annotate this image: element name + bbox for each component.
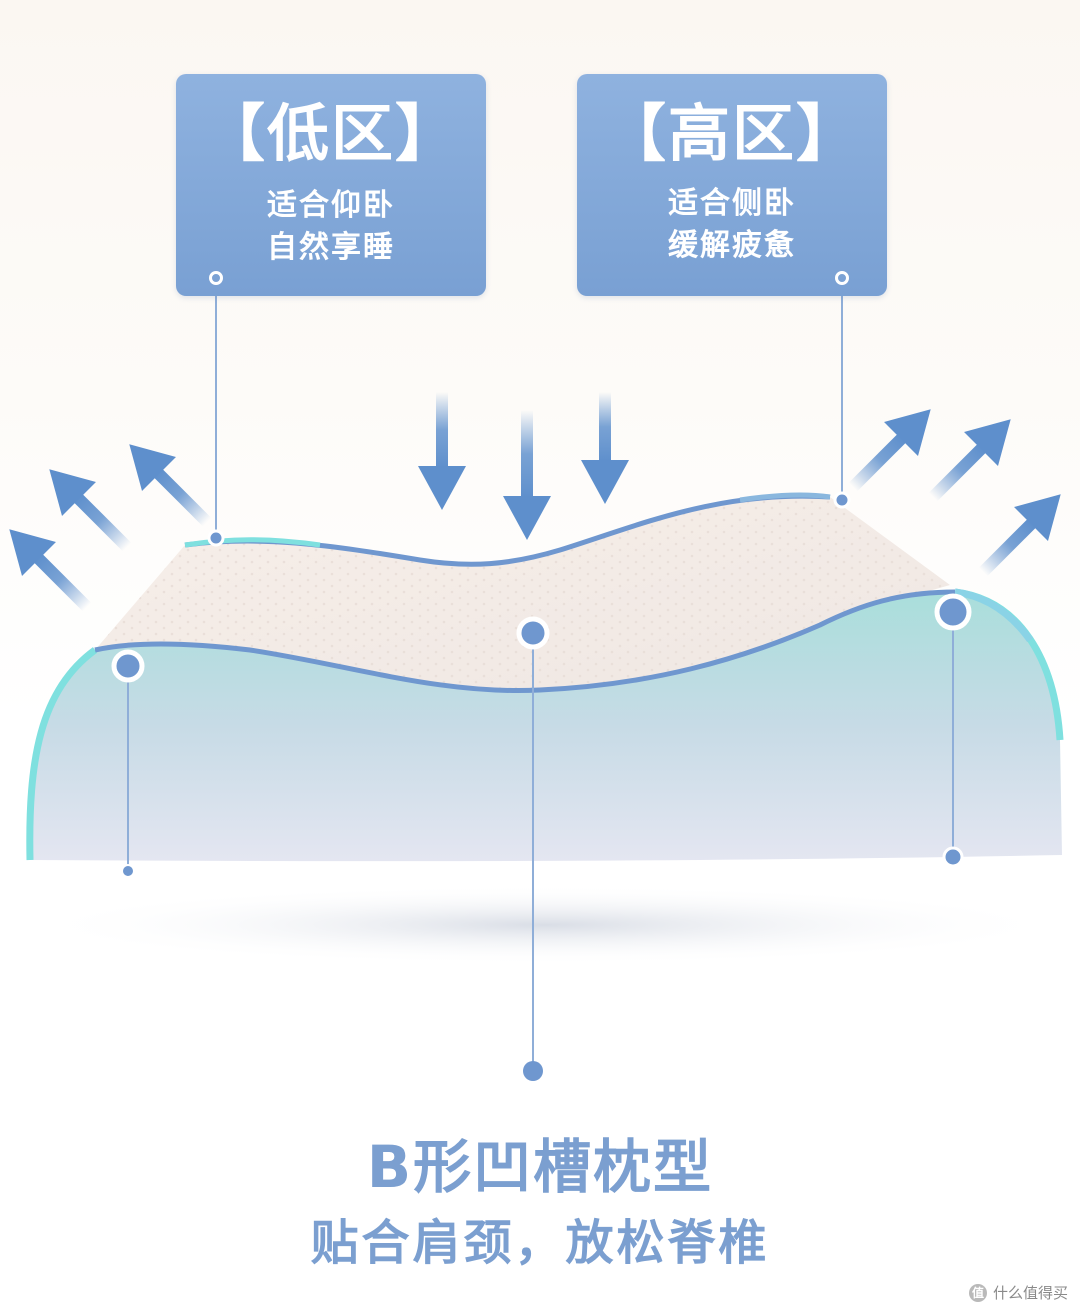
pillow-front-side (29, 592, 1062, 862)
marker-high-top (833, 491, 851, 509)
marker-left-bottom (121, 864, 135, 878)
callout-high-title: 【高区】 (603, 97, 860, 170)
callout-low-anchor-icon (209, 271, 223, 285)
arrow-up-right-icon (848, 409, 931, 492)
marker-right-front (934, 593, 972, 631)
callout-high-anchor-icon (835, 271, 849, 285)
callout-high-line2: 缓解疲惫 (668, 228, 796, 263)
marker-center (516, 616, 550, 650)
vent-arrows-left (9, 444, 212, 612)
pillow-shadow (25, 885, 1065, 965)
marker-left-front (111, 649, 145, 683)
arrow-up-right-icon (978, 494, 1061, 577)
watermark: 值 什么值得买 (968, 1282, 1068, 1303)
callout-high-zone: 【高区】 适合侧卧 缓解疲惫 (577, 74, 887, 296)
callout-low-zone: 【低区】 适合仰卧 自然享睡 (176, 74, 486, 296)
headline: B形凹槽枕型 (366, 1133, 714, 1201)
arrow-down-icon (418, 392, 466, 510)
watermark-text: 什么值得买 (992, 1284, 1068, 1302)
pressure-arrows (418, 392, 629, 540)
arrow-down-icon (503, 410, 551, 540)
arrow-up-left-icon (49, 469, 132, 552)
front-contour-line (94, 589, 956, 694)
arrow-up-right-icon (928, 419, 1011, 502)
smzdm-logo-icon: 值 (968, 1283, 987, 1302)
arrow-up-left-icon (129, 444, 212, 527)
callout-low-line2: 自然享睡 (267, 230, 395, 265)
marker-right-bottom (942, 846, 964, 868)
arrow-up-left-icon (9, 529, 92, 612)
marker-low-top (207, 529, 225, 547)
marker-center-bottom (523, 1061, 543, 1081)
callout-low-line1: 适合仰卧 (267, 188, 395, 223)
callout-low-title: 【低区】 (202, 97, 459, 170)
arrow-down-icon (581, 392, 629, 504)
vent-arrows-right (848, 409, 1061, 577)
subline: 贴合肩颈，放松脊椎 (310, 1215, 770, 1271)
callout-high-line1: 适合侧卧 (668, 186, 796, 221)
